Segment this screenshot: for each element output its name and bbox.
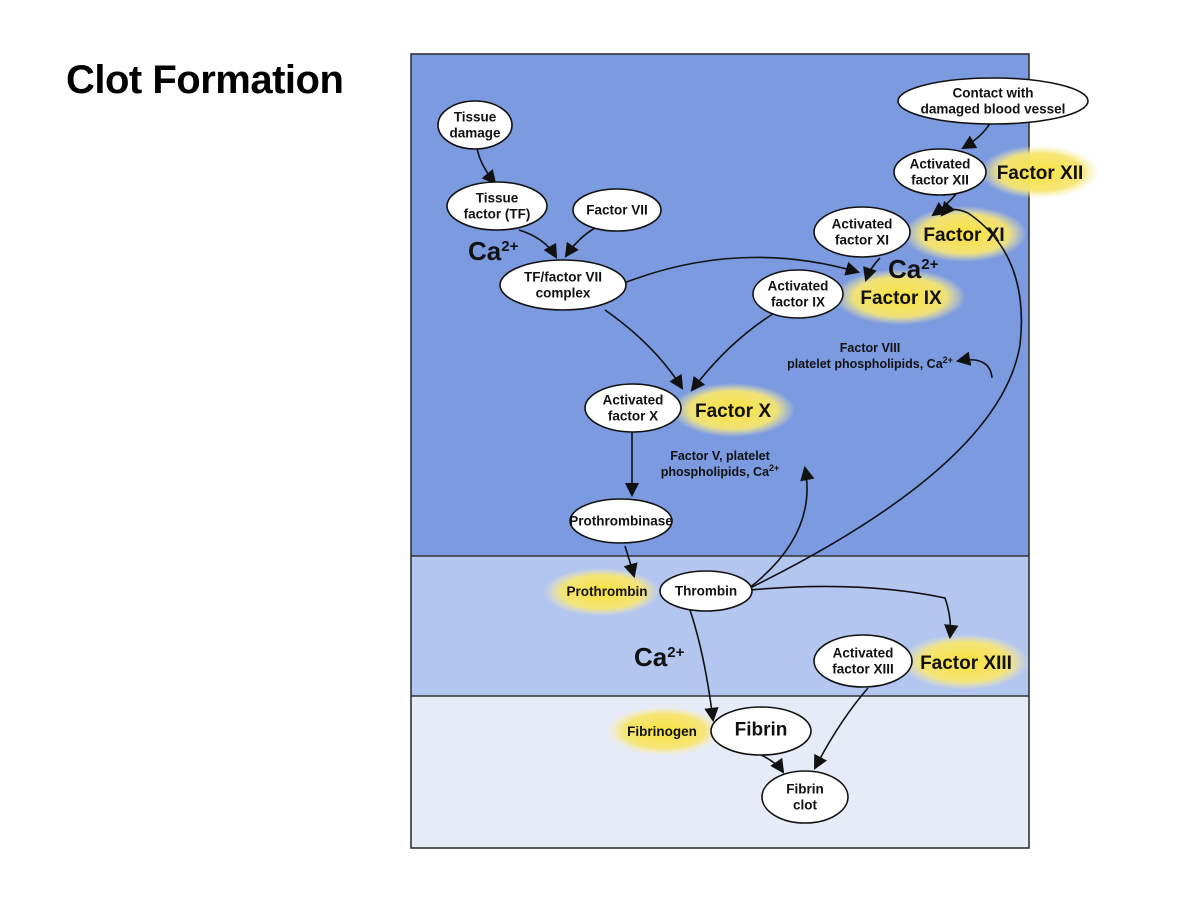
- arrow-xi-to-ix: [863, 257, 881, 283]
- calcium-ion-label: Ca2+: [468, 236, 519, 266]
- factor-xi-label: Factor XI: [923, 225, 1004, 246]
- factor-ix-highlight: [834, 269, 966, 325]
- tissue-factor-node: [446, 181, 548, 231]
- factor-xi-highlight: [903, 206, 1027, 262]
- act-xi-node: [813, 206, 911, 258]
- tf-complex-node: [499, 259, 627, 311]
- arrow-xiii-to-clot: [814, 687, 869, 770]
- arrow-tf-to-complex: [518, 229, 558, 259]
- slide-title: Clot Formation: [66, 58, 344, 102]
- factor-vii-node: [572, 188, 662, 232]
- arrow-prothrombinase-to-thrombin: [623, 545, 638, 579]
- arrow-vii-to-complex: [564, 227, 596, 258]
- fibrin-label: Fibrin: [735, 720, 788, 741]
- factor-x-label: Factor X: [695, 401, 771, 422]
- fibrinogen-label: Fibrinogen: [627, 724, 697, 739]
- arrow-thrombin-to-viii: [955, 351, 993, 379]
- factor-xiii-highlight: [901, 634, 1029, 690]
- arrow-tissue-damage-to-tf: [476, 147, 497, 185]
- factor-xii-highlight: [980, 145, 1100, 199]
- calcium-ion-label: Ca2+: [888, 254, 939, 284]
- fibrin-clot-node: [761, 770, 849, 824]
- arrow-ix-to-x: [690, 311, 777, 392]
- factor-ix-label: Factor IX: [860, 288, 942, 309]
- prothrombinase-label: Prothrombinase: [569, 514, 673, 529]
- arrow-complex-to-x: [604, 309, 684, 390]
- prothrombin-label: Prothrombin: [567, 584, 648, 599]
- contact-node: [897, 77, 1089, 125]
- arrow-thrombin-to-xiii: [749, 585, 959, 640]
- tissue-damage-node: [437, 100, 513, 150]
- prothrombinase-node: [569, 498, 673, 544]
- factor-xiii-label: Factor XIII: [920, 653, 1012, 674]
- act-x-node: [584, 383, 682, 433]
- factor-xii-label: Factor XII: [997, 163, 1084, 184]
- act-xii-node: [893, 148, 987, 196]
- factor-vii-label: Factor VII: [586, 203, 648, 218]
- arrow-thrombin-to-xi-feedback: [747, 200, 1023, 590]
- diagram-frame: [410, 53, 1030, 849]
- fibrinogen-highlight: [606, 706, 722, 756]
- act-xiii-node: [813, 634, 913, 688]
- prothrombin-highlight: [544, 568, 660, 616]
- arrow-thrombin-to-fibrin: [689, 609, 719, 723]
- act-ix-node: [752, 269, 844, 319]
- arrow-complex-to-ix: [623, 256, 861, 284]
- arrow-thrombin-to-v: [747, 465, 815, 590]
- thrombin-node: [659, 570, 753, 612]
- calcium-ion-label: Ca2+: [634, 642, 685, 672]
- factor-x-highlight: [671, 383, 795, 437]
- thrombin-label: Thrombin: [675, 584, 737, 599]
- fibrin-node: [710, 706, 812, 756]
